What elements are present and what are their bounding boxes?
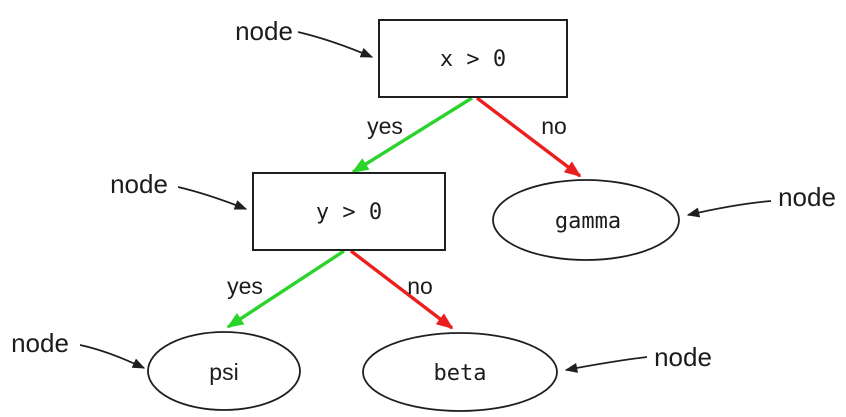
edge-label-no-top: no <box>541 113 567 139</box>
second-condition-label: y > 0 <box>316 200 382 225</box>
annotation-arrow-cond2 <box>177 186 248 210</box>
annotation-label-root: node <box>235 16 293 46</box>
annotation-label-beta: node <box>654 342 712 372</box>
beta-leaf-node <box>362 332 558 412</box>
psi-leaf-label: psi <box>209 359 238 385</box>
edge-cond2-yes <box>226 249 345 329</box>
annotation-arrow-gamma <box>686 200 772 218</box>
psi-leaf-node <box>147 331 301 411</box>
root-condition-node <box>378 19 568 98</box>
annotation-arrow-beta <box>564 356 648 373</box>
second-condition-node <box>252 172 446 251</box>
gamma-leaf-label: gamma <box>555 209 621 234</box>
edge-root-no <box>475 96 582 178</box>
edge-label-yes-bottom: yes <box>227 273 263 299</box>
edge-root-yes <box>351 96 473 174</box>
annotation-arrow-psi <box>79 344 146 369</box>
annotation-label-cond2: node <box>110 169 168 199</box>
root-condition-label: x > 0 <box>440 47 506 72</box>
edge-label-yes-top: yes <box>367 113 403 139</box>
edge-cond2-no <box>349 249 454 330</box>
annotation-label-psi: node <box>11 328 69 358</box>
beta-leaf-label: beta <box>434 361 487 386</box>
annotation-arrow-root <box>297 31 374 58</box>
gamma-leaf-node <box>492 179 680 261</box>
edge-label-no-bottom: no <box>407 273 433 299</box>
annotation-label-gamma: node <box>778 182 836 212</box>
